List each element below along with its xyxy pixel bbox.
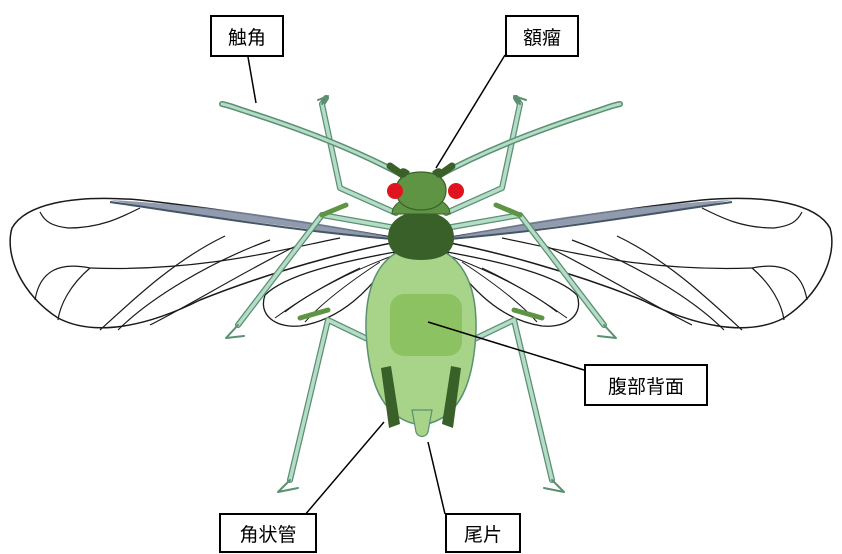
label-cauda: 尾片 bbox=[445, 513, 521, 553]
label-abdomen-dorsum: 腹部背面 bbox=[584, 364, 708, 406]
aphid-illustration bbox=[10, 96, 832, 492]
siphunculus-leader bbox=[304, 422, 384, 516]
cauda-leader bbox=[428, 442, 445, 514]
left-eye bbox=[387, 183, 403, 199]
label-frontal-tubercle: 額瘤 bbox=[505, 15, 579, 57]
head bbox=[396, 172, 446, 210]
right-eye bbox=[448, 183, 464, 199]
label-antenna: 触角 bbox=[210, 15, 284, 57]
antennae bbox=[222, 104, 620, 178]
abdomen-dorsal-patch bbox=[390, 294, 462, 356]
cauda bbox=[412, 410, 432, 437]
label-siphunculus: 角状管 bbox=[219, 513, 317, 553]
antenna-leader bbox=[248, 57, 256, 103]
thorax bbox=[388, 212, 454, 260]
